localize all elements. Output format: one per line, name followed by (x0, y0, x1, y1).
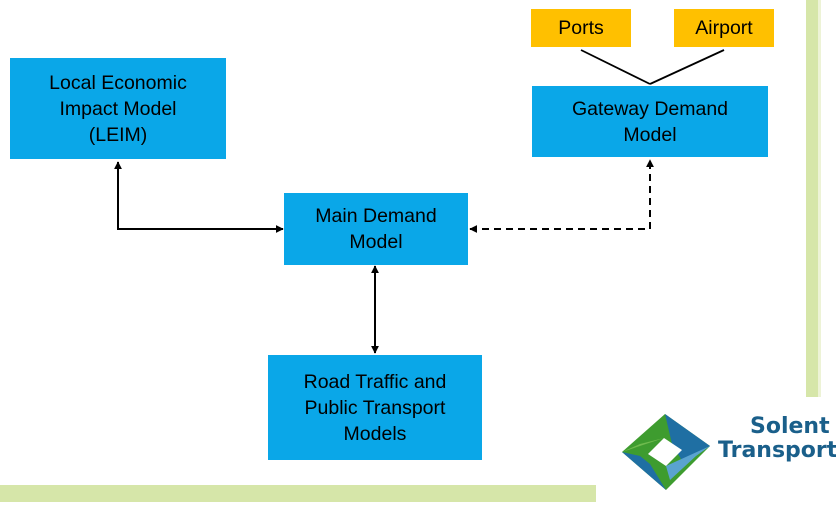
gateway-demand-box: Gateway Demand Model (532, 86, 768, 157)
right-border-band (806, 0, 818, 397)
connector-airport-gateway (649, 49, 725, 85)
main-demand-box: Main Demand Model (284, 193, 468, 265)
solent-transport-logo: Solent Transport (600, 404, 836, 502)
leim-label: Local Economic Impact Model (LEIM) (49, 71, 187, 146)
connector-ports-gateway (580, 49, 651, 85)
road-traffic-box: Road Traffic and Public Transport Models (268, 355, 482, 460)
arrow-leim-main (114, 161, 284, 233)
arrow-main-gateway (469, 159, 654, 233)
leim-box: Local Economic Impact Model (LEIM) (10, 58, 226, 159)
airport-label: Airport (695, 16, 753, 39)
right-border-band-light (818, 0, 821, 397)
ports-label: Ports (558, 16, 604, 39)
ports-box: Ports (531, 9, 631, 47)
gateway-demand-label: Gateway Demand Model (571, 97, 729, 146)
logo-line-1: Solent (750, 414, 830, 439)
solent-transport-logo-icon (622, 414, 710, 490)
airport-box: Airport (674, 9, 774, 47)
logo-line-2: Transport (718, 438, 836, 463)
road-traffic-label: Road Traffic and Public Transport Models (303, 370, 447, 445)
bottom-border-band (0, 485, 596, 502)
main-demand-label: Main Demand Model (315, 205, 437, 253)
